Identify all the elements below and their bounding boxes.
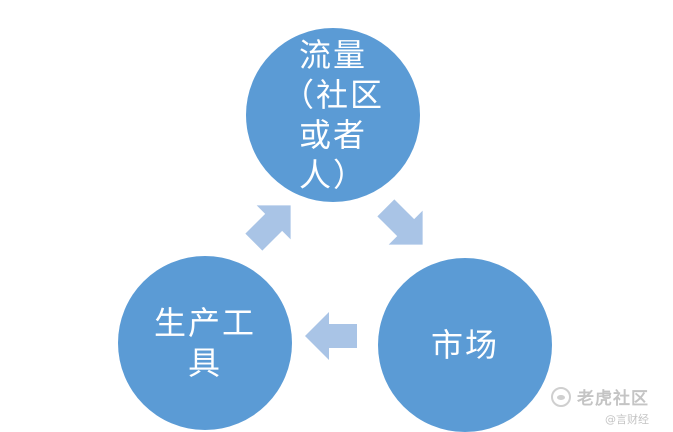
node-traffic: 流量（社区或者人） [246,28,420,202]
watermark-subtitle: @言财经 [605,413,649,426]
watermark: 老虎社区 @言财经 [551,384,649,427]
node-traffic-label: 流量（社区或者人） [281,36,384,194]
watermark-title: 老虎社区 [577,389,649,409]
node-market: 市场 [378,258,552,432]
arrow-top-to-right [377,199,423,245]
tiger-logo-icon [551,386,571,407]
node-production-tools-label: 生产工具 [153,304,256,382]
node-market-label: 市场 [430,326,499,364]
arrow-left-to-top [245,205,291,251]
arrow-right-to-left [305,312,357,360]
node-production-tools: 生产工具 [118,256,292,430]
